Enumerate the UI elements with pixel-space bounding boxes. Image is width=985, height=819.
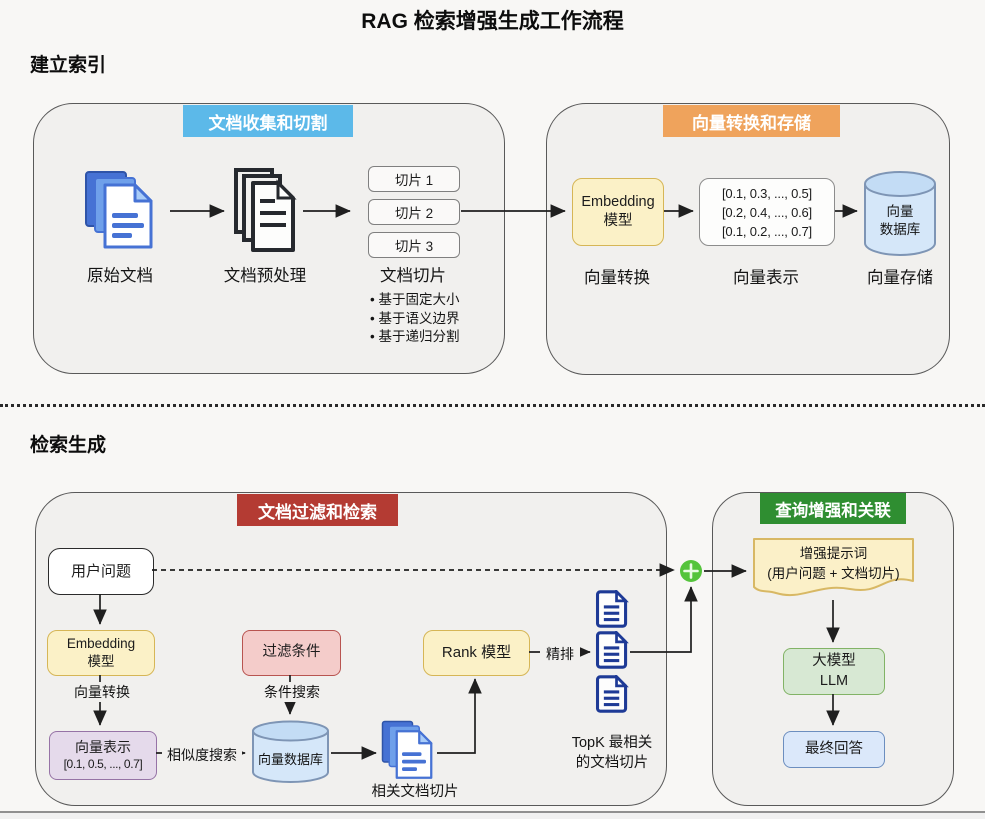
vector-values-node: [0.1, 0.3, ..., 0.5] [0.2, 0.4, ..., 0.6…: [699, 178, 835, 246]
vector-database-icon-2: 向量数据库: [251, 720, 330, 784]
section-heading-retrieval: 检索生成: [30, 435, 107, 456]
splitting-methods-list: 基于固定大小 基于语义边界 基于递归分割: [370, 291, 500, 347]
slices-label: 文档切片: [380, 267, 446, 285]
convert-label-2: 向量转换: [60, 682, 144, 702]
list-item: 基于固定大小: [370, 291, 500, 310]
preprocess-label: 文档预处理: [223, 267, 307, 285]
slice-2: 切片 2: [368, 199, 460, 225]
user-question-node: 用户问题: [48, 548, 154, 595]
topk-doc-icon: [595, 673, 629, 713]
source-documents-label: 原始文档: [87, 267, 153, 285]
related-docs-label: 相关文档切片: [371, 784, 459, 800]
rank-model-node: Rank 模型: [423, 630, 530, 676]
convert-label: 向量转换: [584, 269, 650, 287]
panel-augment-header: 查询增强和关联: [760, 493, 906, 524]
list-item: 基于语义边界: [370, 310, 500, 329]
bottom-edge-bar: [0, 811, 985, 819]
vectors-label: 向量表示: [733, 269, 799, 287]
topk-label: TopK 最相关 的文档切片: [571, 735, 653, 771]
rerank-label: 精排: [540, 644, 580, 664]
list-item: 基于递归分割: [370, 328, 500, 347]
related-docs-icon: [381, 720, 435, 780]
condition-search-label: 条件搜索: [250, 682, 334, 702]
section-divider: [0, 404, 985, 407]
page-title: RAG 检索增强生成工作流程: [361, 10, 624, 33]
panel-vector-store-header: 向量转换和存储: [663, 105, 840, 137]
slice-3: 切片 3: [368, 232, 460, 258]
store-label: 向量存储: [867, 269, 933, 287]
llm-node: 大模型 LLM: [783, 648, 885, 695]
vector-database-icon: 向量 数据库: [863, 170, 937, 258]
source-documents-icon: [84, 170, 156, 250]
embedding-model-node-2: Embedding 模型: [47, 630, 155, 676]
embedding-model-node: Embedding 模型: [572, 178, 664, 246]
topk-doc-icon: [595, 629, 629, 669]
merge-plus-icon: [679, 559, 703, 583]
vector-repr-node: 向量表示 [0.1, 0.5, ..., 0.7]: [49, 731, 157, 780]
topk-doc-icon: [595, 588, 629, 628]
panel-filter-retrieval-header: 文档过滤和检索: [237, 494, 398, 526]
panel-doc-collection-header: 文档收集和切割: [183, 105, 353, 137]
filter-condition-node: 过滤条件: [242, 630, 341, 676]
final-answer-node: 最终回答: [783, 731, 885, 768]
slice-1: 切片 1: [368, 166, 460, 192]
preprocess-documents-icon: [233, 167, 297, 253]
similarity-search-label: 相似度搜索: [162, 745, 242, 765]
section-heading-indexing: 建立索引: [30, 55, 107, 76]
db-label: 向量数据库: [257, 752, 323, 767]
augmented-prompt-node: 增强提示词 (用户问题 + 文档切片): [752, 537, 915, 599]
